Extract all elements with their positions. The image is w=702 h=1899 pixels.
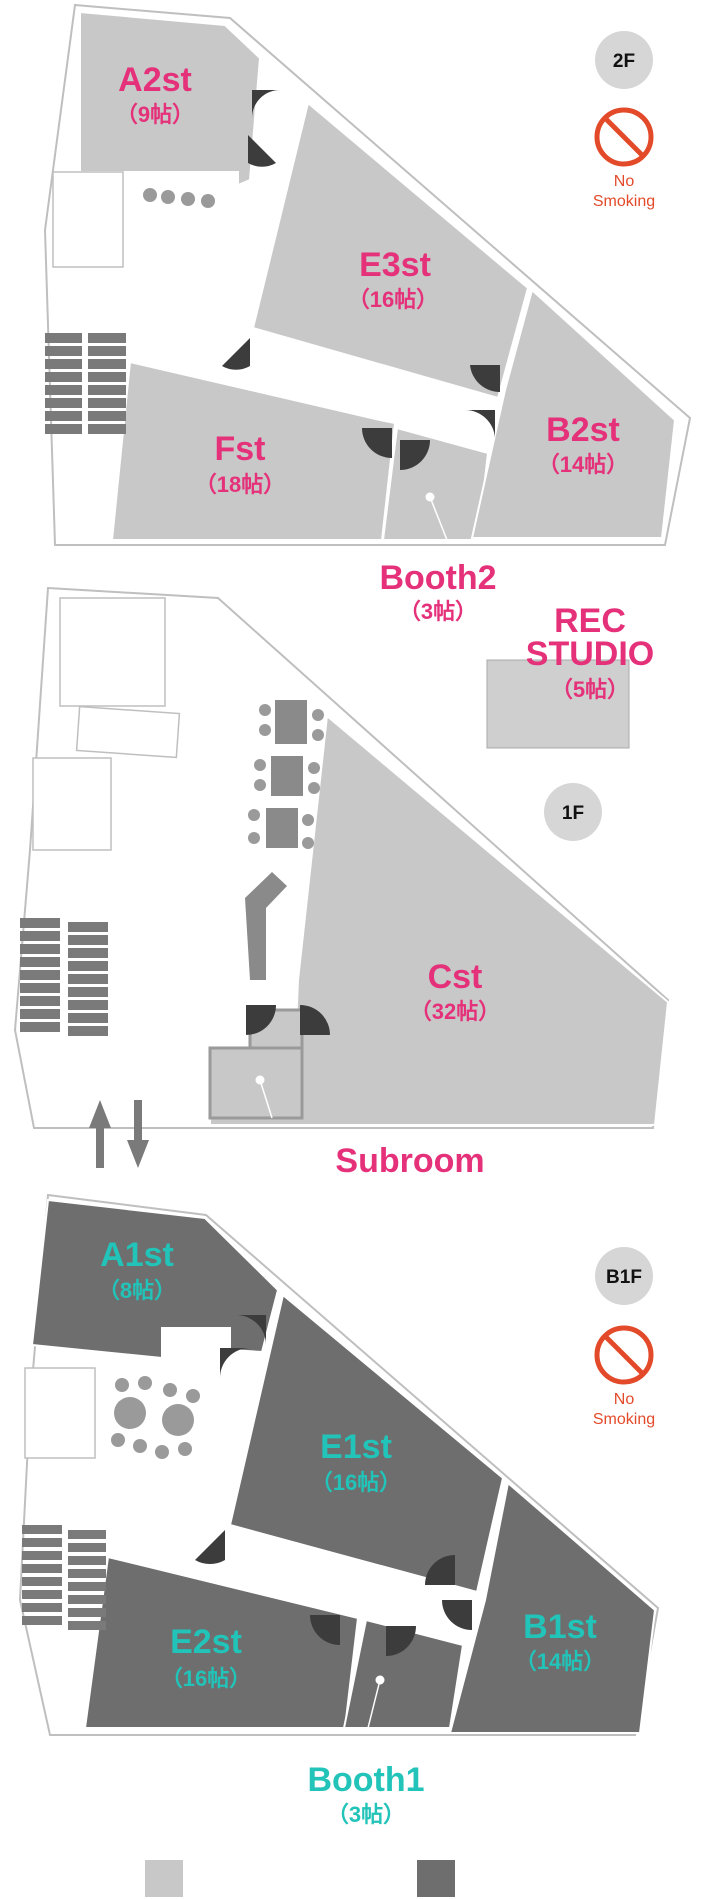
up-down-arrows-icon (89, 1100, 149, 1168)
lounge-tables (248, 700, 324, 849)
door-b2st (465, 409, 495, 438)
floor-badge-1f (544, 783, 602, 841)
floor-1f: REC STUDIO （5帖） Cst （32帖） Subroom 1F (13, 586, 670, 1180)
room-label-booth2: Booth2 (379, 559, 496, 597)
floor-badge-1f-label: 1F (562, 803, 584, 824)
room-fst[interactable] (110, 360, 397, 541)
room-label-e2st: E2st (170, 1623, 242, 1661)
floor-badge-b1f (595, 1247, 653, 1305)
room-label-rec-line1: REC (554, 602, 626, 640)
room-label-subroom: Subroom (335, 1142, 484, 1180)
floor-badge-2f-label: 2F (613, 51, 635, 72)
door-b1st (442, 1600, 472, 1630)
room-size-e3st: （16帖） (348, 287, 438, 312)
furniture-block-1 (59, 597, 166, 707)
door-e1st (195, 1530, 225, 1565)
no-smoking-text-b1f-line2: Smoking (593, 1411, 655, 1428)
table-b1f (24, 1367, 96, 1459)
door-a2st-2 (248, 135, 276, 167)
floor-badge-b1f-label: B1F (606, 1267, 642, 1288)
door-e1st-2 (425, 1555, 455, 1585)
door-e3st (222, 338, 250, 370)
room-label-e1st: E1st (320, 1428, 392, 1466)
room-a1st[interactable] (30, 1198, 280, 1360)
stairs-1f (20, 918, 108, 1036)
door-a2st (252, 90, 280, 118)
room-subroom[interactable] (208, 1046, 304, 1120)
door-subroom (246, 1005, 276, 1035)
room-label-b1st: B1st (523, 1608, 597, 1646)
floor-b1f: A1st （8帖） E1st （16帖） E2st （16帖） B1st （14… (18, 1193, 660, 1827)
ramp (245, 872, 287, 980)
floor-2f: A2st （9帖） E3st （16帖） Fst （18帖） B2st （14帖… (43, 3, 692, 624)
stairs-b1f (22, 1525, 106, 1630)
room-size-e2st: （16帖） (161, 1666, 251, 1691)
room-size-cst: （32帖） (410, 999, 500, 1024)
stairs-2f (45, 333, 126, 434)
room-label-cst: Cst (428, 958, 483, 996)
legend-light-swatch (145, 1860, 183, 1897)
room-size-fst: （18帖） (195, 472, 285, 497)
room-label-booth1: Booth1 (307, 1761, 424, 1799)
door-a1st-2 (220, 1348, 250, 1378)
room-size-a2st: （9帖） (116, 102, 194, 127)
room-label-a2st: A2st (118, 61, 192, 99)
room-label-b2st: B2st (546, 411, 620, 449)
room-label-e3st: E3st (359, 246, 431, 284)
no-smoking-icon (594, 1325, 654, 1385)
no-smoking-text-2f-line2: Smoking (593, 193, 655, 210)
room-size-rec: （5帖） (551, 677, 629, 702)
door-cst (300, 1005, 330, 1035)
room-booth1[interactable] (342, 1618, 465, 1729)
door-booth1 (386, 1626, 416, 1656)
room-size-b2st: （14帖） (538, 452, 628, 477)
room-b2st[interactable] (470, 288, 677, 539)
room-b1st[interactable] (448, 1481, 657, 1734)
chairs-2f (143, 188, 215, 208)
room-rec-studio[interactable] (486, 659, 630, 749)
door-e3st-2 (470, 365, 500, 393)
no-smoking-text-2f-line1: No (614, 173, 635, 190)
room-label-a1st: A1st (100, 1236, 174, 1274)
table-2f (52, 171, 124, 268)
furniture-block-3 (32, 757, 112, 851)
room-label-fst: Fst (215, 430, 266, 468)
room-e1st[interactable] (228, 1293, 505, 1594)
room-e3st[interactable] (251, 101, 530, 400)
no-smoking-text-b1f-line1: No (614, 1391, 635, 1408)
door-fst (362, 428, 392, 458)
room-size-a1st: （8帖） (98, 1278, 176, 1303)
room-size-b1st: （14帖） (515, 1649, 605, 1674)
door-e2st (310, 1615, 340, 1645)
room-size-e1st: （16帖） (311, 1470, 401, 1495)
room-size-booth2: （3帖） (399, 599, 477, 624)
furniture-block-2 (75, 705, 181, 759)
room-label-rec-line2: STUDIO (526, 635, 654, 673)
legend-dark-swatch (417, 1860, 455, 1897)
door-booth2 (400, 440, 430, 470)
room-size-booth1: （3帖） (327, 1802, 405, 1827)
floor-badge-2f (595, 31, 653, 89)
lounge-seats-b1f (111, 1376, 200, 1459)
door-a1st (236, 1315, 266, 1345)
no-smoking-icon (594, 107, 654, 167)
